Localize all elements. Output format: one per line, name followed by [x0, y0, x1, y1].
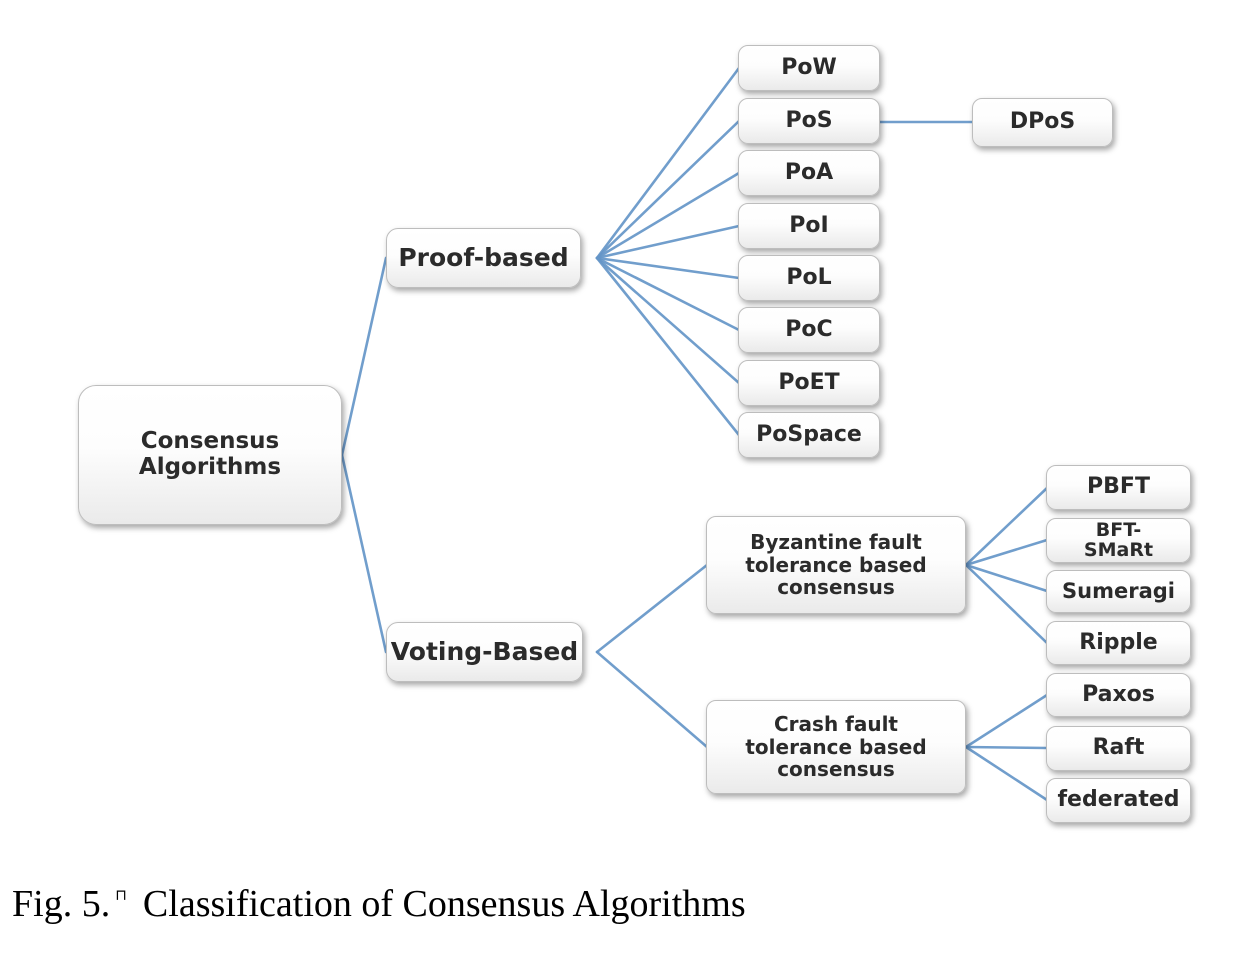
- node-label: Byzantine fault tolerance based consensu…: [745, 530, 927, 600]
- connector-proof-to-poa: [595, 171, 741, 260]
- connector-proof-to-poc: [595, 256, 741, 332]
- node-sumeragi: Sumeragi: [1046, 570, 1191, 613]
- node-label: Crash fault tolerance based consensus: [745, 712, 927, 782]
- node-pospace: PoSpace: [738, 412, 880, 458]
- node-label: federated: [1057, 787, 1180, 813]
- connector-proof-to-pospace: [595, 256, 741, 437]
- connector-proof-to-pow: [595, 66, 741, 260]
- node-label: PoC: [785, 316, 833, 342]
- figure-caption-label: Fig. 5.: [12, 883, 111, 925]
- node-label: Voting-Based: [390, 637, 579, 666]
- node-crash-fault-tolerance: Crash fault tolerance based consensus: [706, 700, 966, 794]
- connector-root-to-voting: [340, 453, 388, 654]
- node-label: Proof-based: [398, 243, 569, 272]
- node-label: Consensus Algorithms: [138, 428, 282, 480]
- connector-proof-to-pos: [595, 119, 741, 260]
- node-poc: PoC: [738, 307, 880, 353]
- connector-proof-to-poet: [595, 256, 741, 385]
- figure-caption: Fig. 5.⊓ Classification of Consensus Algo…: [12, 882, 746, 926]
- node-poa: PoA: [738, 150, 880, 196]
- connector-proof-to-poi: [595, 224, 741, 260]
- node-label: PoET: [778, 369, 840, 395]
- node-proof-based: Proof-based: [386, 228, 581, 288]
- connector-root-to-proof: [340, 256, 388, 457]
- node-label: PBFT: [1087, 474, 1150, 500]
- connector-byzantine-to-pbft: [964, 486, 1049, 567]
- node-consensus-algorithms: Consensus Algorithms: [78, 385, 342, 525]
- connector-crash-to-paxos: [964, 693, 1049, 749]
- node-voting-based: Voting-Based: [386, 622, 583, 682]
- connector-crash-to-federated: [964, 745, 1049, 802]
- node-poi: PoI: [738, 203, 880, 249]
- connector-voting-to-byzantine: [595, 563, 709, 654]
- node-pbft: PBFT: [1046, 465, 1191, 510]
- node-byzantine-fault-tolerance: Byzantine fault tolerance based consensu…: [706, 516, 966, 614]
- node-paxos: Paxos: [1046, 673, 1191, 717]
- node-pow: PoW: [738, 45, 880, 91]
- node-label: PoSpace: [756, 421, 862, 447]
- figure-caption-title: Classification of Consensus Algorithms: [142, 883, 746, 925]
- node-pos: PoS: [738, 98, 880, 144]
- node-label: Raft: [1092, 735, 1145, 761]
- node-ripple: Ripple: [1046, 621, 1191, 665]
- node-raft: Raft: [1046, 726, 1191, 771]
- node-label: PoW: [781, 54, 837, 80]
- node-label: BFT-SMaRt: [1083, 518, 1154, 561]
- node-poet: PoET: [738, 360, 880, 406]
- connector-byzantine-to-sumeragi: [964, 563, 1049, 593]
- connector-proof-to-pol: [595, 256, 741, 280]
- node-label: PoA: [784, 159, 834, 185]
- node-label: PoS: [785, 107, 833, 133]
- node-bft-smart: BFT-SMaRt: [1046, 518, 1191, 563]
- node-dpos: DPoS: [972, 98, 1113, 147]
- connector-byzantine-to-bftsmart: [964, 538, 1049, 567]
- connector-byzantine-to-ripple: [964, 563, 1049, 645]
- figure-caption-stray-mark: ⊓: [115, 886, 127, 904]
- node-label: PoI: [789, 212, 829, 238]
- node-label: Sumeragi: [1062, 578, 1175, 603]
- node-pol: PoL: [738, 255, 880, 301]
- node-label: PoL: [786, 264, 832, 290]
- node-label: DPoS: [1009, 109, 1076, 135]
- node-label: Paxos: [1082, 681, 1155, 707]
- connector-crash-to-raft: [964, 745, 1049, 750]
- connector-voting-to-crash: [595, 650, 709, 749]
- node-label: Ripple: [1079, 629, 1158, 655]
- node-federated: federated: [1046, 778, 1191, 823]
